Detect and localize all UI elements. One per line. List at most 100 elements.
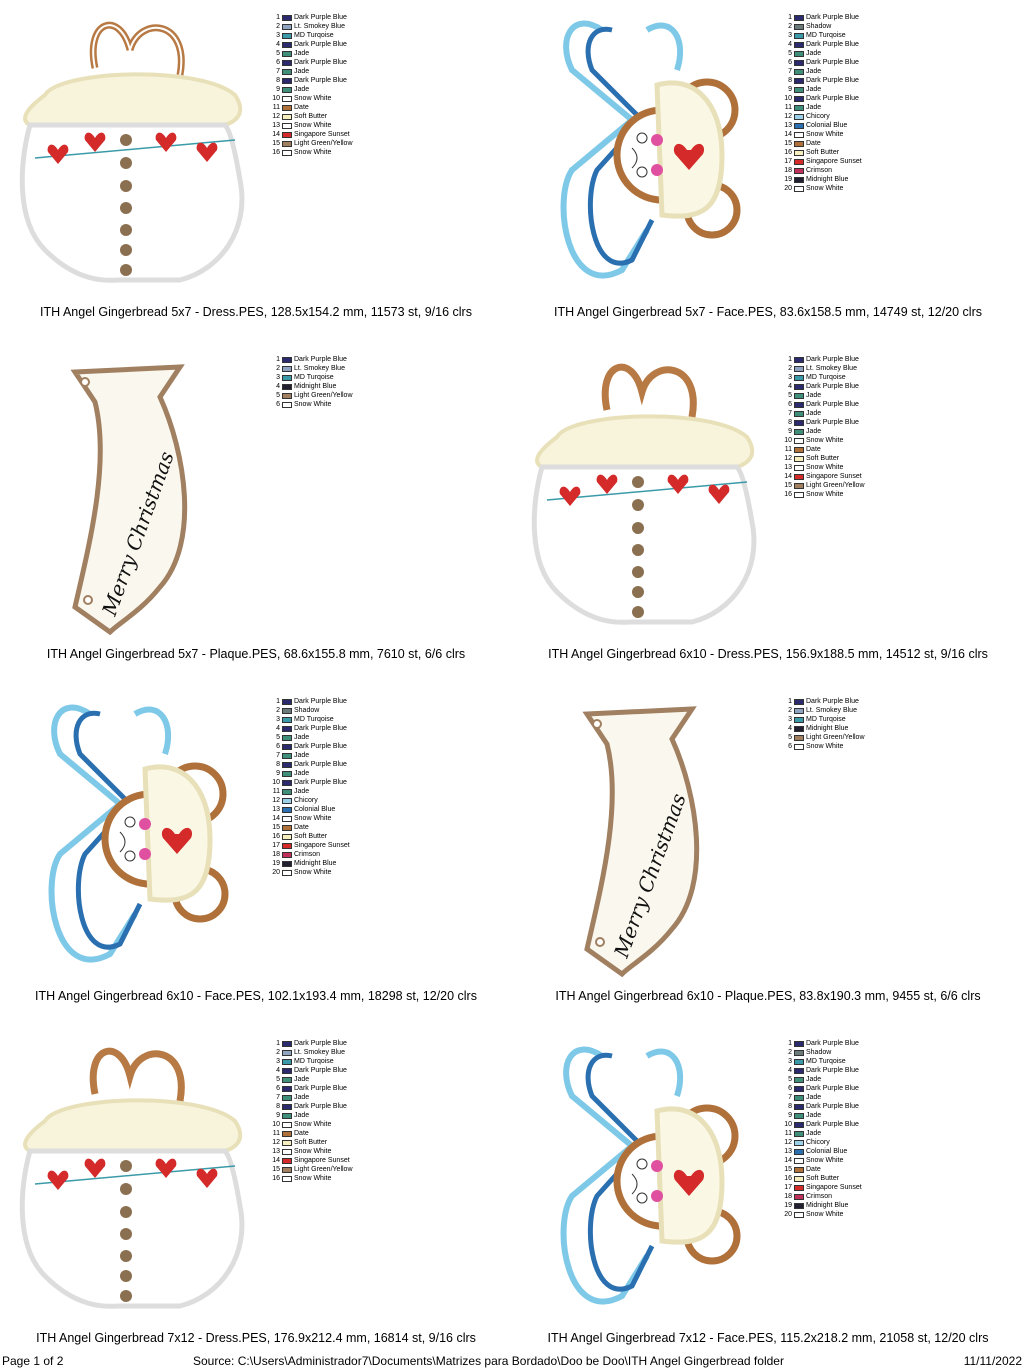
legend-label: Dark Purple Blue [294, 1085, 347, 1092]
legend-entry: 2 Lt. Smokey Blue [268, 364, 353, 373]
legend-number: 2 [788, 23, 792, 30]
legend-swatch [282, 761, 292, 768]
legend-number: 13 [784, 122, 792, 129]
legend-swatch [282, 392, 292, 399]
legend-number: 11 [784, 446, 792, 453]
legend-label: Dark Purple Blue [294, 1040, 347, 1047]
legend-number: 9 [276, 770, 280, 777]
legend-label: Midnight Blue [294, 860, 337, 867]
legend-label: Jade [806, 104, 822, 111]
legend-swatch [794, 122, 804, 129]
legend-swatch [794, 437, 804, 444]
legend-number: 8 [276, 761, 280, 768]
legend-number: 2 [788, 1049, 792, 1056]
legend-label: Jade [294, 788, 310, 795]
legend-number: 15 [272, 824, 280, 831]
legend-number: 19 [272, 860, 280, 867]
legend-label: Jade [806, 1094, 822, 1101]
legend-number: 12 [272, 797, 280, 804]
legend-label: Jade [806, 68, 822, 75]
legend-label: Snow White [294, 401, 332, 408]
legend-number: 19 [784, 1202, 792, 1209]
legend-label: MD Turqoise [294, 32, 334, 39]
legend-number: 7 [788, 410, 792, 417]
legend-label: Jade [294, 86, 310, 93]
legend-swatch [794, 1112, 804, 1119]
legend-number: 2 [276, 365, 280, 372]
legend-swatch [282, 797, 292, 804]
legend-number: 3 [788, 716, 792, 723]
legend-swatch [282, 770, 292, 777]
legend-swatch [794, 1130, 804, 1137]
legend-label: Snow White [806, 1211, 844, 1218]
legend-label: Dark Purple Blue [294, 41, 347, 48]
legend-swatch [794, 131, 804, 138]
legend-number: 6 [788, 401, 792, 408]
legend-label: Snow White [294, 1121, 332, 1128]
legend-label: Dark Purple Blue [806, 383, 859, 390]
legend-swatch [282, 842, 292, 849]
legend-label: Dark Purple Blue [806, 1067, 859, 1074]
legend-number: 11 [272, 1130, 280, 1137]
legend-swatch [282, 1058, 292, 1065]
legend-swatch [794, 50, 804, 57]
legend-number: 15 [272, 1166, 280, 1173]
legend-swatch [794, 1058, 804, 1065]
legend-number: 7 [276, 1094, 280, 1101]
legend-label: Singapore Sunset [294, 1157, 350, 1164]
legend-label: Lt. Smokey Blue [806, 707, 857, 714]
legend-label: Dark Purple Blue [806, 41, 859, 48]
legend-number: 7 [788, 68, 792, 75]
legend-number: 5 [276, 734, 280, 741]
legend-number: 1 [276, 698, 280, 705]
legend-swatch [794, 734, 804, 741]
legend-label: Jade [806, 1112, 822, 1119]
legend-label: Lt. Smokey Blue [294, 365, 345, 372]
legend-swatch [282, 1049, 292, 1056]
legend-label: Jade [806, 392, 822, 399]
plaque-thumbnail: Merry Christmas [582, 706, 700, 978]
legend-swatch [282, 1175, 292, 1182]
legend-label: Dark Purple Blue [806, 1085, 859, 1092]
legend-swatch [282, 1040, 292, 1047]
legend-number: 6 [276, 1085, 280, 1092]
legend-swatch [282, 707, 292, 714]
legend-swatch [282, 1094, 292, 1101]
legend-swatch [282, 860, 292, 867]
legend-number: 4 [788, 41, 792, 48]
design-caption: ITH Angel Gingerbread 7x12 - Dress.PES, … [36, 1331, 476, 1345]
face-thumbnail [560, 20, 741, 279]
legend-number: 17 [784, 1184, 792, 1191]
legend-label: Singapore Sunset [294, 842, 350, 849]
legend-swatch [282, 716, 292, 723]
legend-number: 16 [272, 1175, 280, 1182]
legend-swatch [794, 149, 804, 156]
design-caption: ITH Angel Gingerbread 6x10 - Face.PES, 1… [35, 989, 477, 1003]
legend-number: 13 [272, 122, 280, 129]
legend-number: 2 [276, 707, 280, 714]
legend-swatch [282, 1076, 292, 1083]
legend-number: 5 [788, 392, 792, 399]
legend-swatch [794, 1040, 804, 1047]
legend-label: Colonial Blue [806, 1148, 848, 1155]
legend-swatch [282, 383, 292, 390]
legend-swatch [794, 1148, 804, 1155]
